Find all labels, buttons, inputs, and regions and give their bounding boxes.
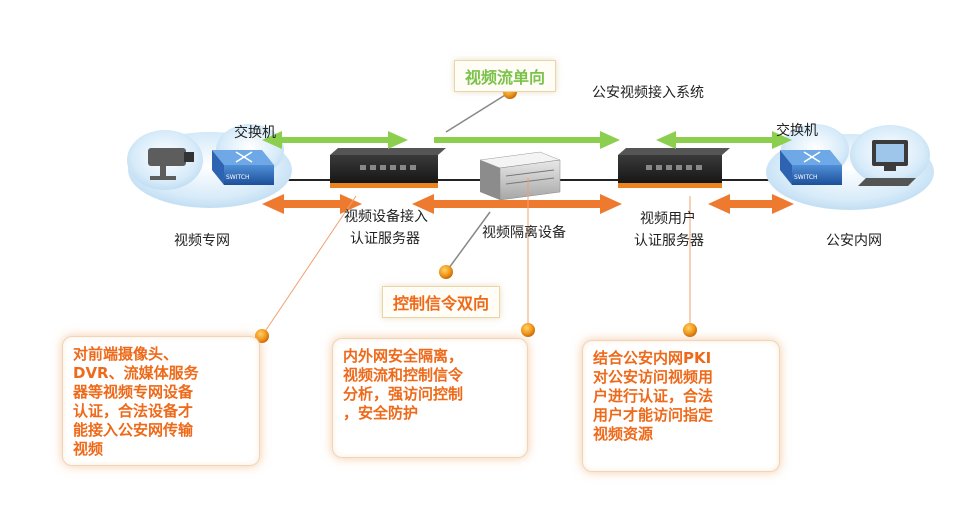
orange-double-arrow-right bbox=[708, 194, 794, 214]
callout-lines bbox=[261, 178, 691, 337]
user-auth-server-label-line1: 视频用户 bbox=[640, 211, 696, 227]
computer-icon bbox=[858, 140, 916, 186]
police-intranet-label: 公安内网 bbox=[826, 233, 882, 249]
right-switch-label: 交换机 bbox=[776, 123, 818, 139]
green-arrows bbox=[262, 131, 792, 149]
video-private-network-label: 视频专网 bbox=[174, 233, 230, 249]
left-switch-brand: SWITCH bbox=[226, 174, 250, 181]
orange-arrows bbox=[262, 194, 794, 214]
green-double-arrow-left bbox=[262, 131, 408, 149]
control-two-way-tag: 控制信令双向 bbox=[382, 286, 501, 318]
left-switch-label: 交换机 bbox=[234, 125, 276, 141]
device-auth-server-icon bbox=[330, 148, 446, 188]
camera-icon bbox=[148, 148, 194, 180]
user-auth-server-label-line2: 认证服务器 bbox=[634, 233, 704, 249]
tag-lines bbox=[445, 91, 511, 273]
device-auth-server-label-line2: 认证服务器 bbox=[350, 231, 420, 247]
isolation-note: 内外网安全隔离， 视频流和控制信令 分析，强访问控制 ，安全防护 bbox=[332, 338, 528, 458]
user-auth-server-icon bbox=[618, 148, 730, 188]
green-arrow-middle bbox=[434, 131, 620, 149]
system-title: 公安视频接入系统 bbox=[592, 85, 704, 101]
device-auth-server-label-line1: 视频设备接入 bbox=[344, 209, 428, 225]
device-auth-note: 对前端摄像头、 DVR、流媒体服务 器等视频专网设备 认证，合法设备才 能接入公… bbox=[62, 336, 260, 466]
orange-double-arrow-middle bbox=[412, 194, 622, 214]
right-switch-icon: SWITCH bbox=[780, 150, 842, 185]
video-one-way-tag: 视频流单向 bbox=[454, 60, 557, 92]
left-switch-icon: SWITCH bbox=[212, 150, 274, 185]
isolation-device-icon bbox=[479, 151, 561, 201]
orange-double-arrow-left bbox=[262, 194, 362, 214]
user-auth-note: 结合公安内网PKI 对公安访问视频用 户进行认证，合法 用户才能访问指定 视频资… bbox=[582, 340, 780, 472]
right-switch-brand: SWITCH bbox=[794, 174, 818, 181]
isolation-device-label: 视频隔离设备 bbox=[482, 225, 566, 241]
green-double-arrow-right bbox=[656, 131, 792, 149]
